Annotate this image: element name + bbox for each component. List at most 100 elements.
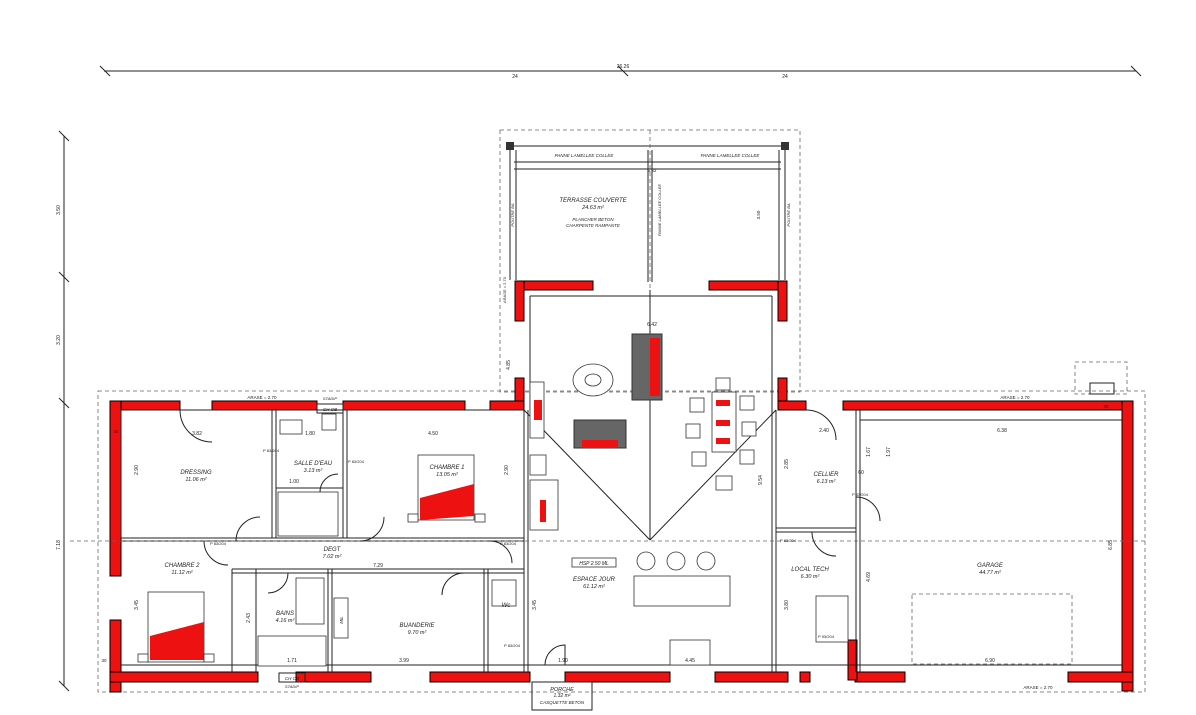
room-name-cellier: CELLIER	[813, 472, 839, 478]
door-label: P 83/204	[504, 643, 521, 648]
room-name-espace-jour: ESPACE JOUR	[573, 577, 616, 583]
terrace: PANNE LAMELLEE COLLEE PANNE LAMELLEE COL…	[502, 130, 791, 303]
chair	[685, 423, 701, 439]
dim-label: 3.45	[532, 600, 538, 610]
washbasin	[279, 419, 303, 435]
door-label: P 83/204	[348, 459, 365, 464]
chair	[715, 475, 733, 491]
chob-top: CH OB	[323, 407, 337, 412]
dim-label: 1.90	[558, 658, 568, 664]
room-name-chambre-1: CHAMBRE 1	[429, 465, 464, 471]
beam-left-label: PANNE LAMELLEE COLLEE	[555, 153, 615, 158]
dim-label: 2.43	[246, 613, 252, 623]
interior-walls	[70, 409, 1145, 672]
dim-label: 1.00	[289, 479, 299, 485]
shower	[277, 491, 339, 537]
hsp-label: HSP 2.50 ML	[579, 561, 609, 567]
stadip-bottom: STADIP	[285, 684, 299, 689]
terrace-post	[781, 142, 789, 150]
room-name-salle-deau: SALLE D'EAU	[294, 461, 333, 467]
cabinet-deco	[534, 400, 542, 420]
bed-cover	[150, 622, 204, 660]
dim-label: 3.80	[784, 600, 790, 610]
dim-label: 1.67	[866, 447, 872, 457]
room-area-salle-deau: 3.13 m²	[304, 468, 323, 474]
dim-label: 9.54	[758, 475, 764, 485]
sink-counter	[669, 639, 711, 666]
dim-label: 4.85	[506, 360, 512, 370]
room-labels: DRESSING 11.06 m² SALLE D'EAU 3.13 m² CH…	[164, 461, 1003, 636]
nightstand	[137, 653, 149, 663]
stadip-top: STADIP	[323, 396, 337, 401]
room-area-garage: 44.77 m²	[979, 570, 1001, 576]
dim-label: 2.40	[819, 428, 829, 434]
terrace-note-frame: CHARPENTE RAMPANTE	[566, 223, 621, 228]
chair	[739, 449, 755, 465]
room-area-cellier: 6.13 m²	[817, 479, 836, 485]
terrace-arase: ARASE = 2.70	[502, 276, 507, 303]
chob-bottom-frame	[278, 672, 306, 683]
kitchen-island	[633, 575, 731, 607]
dim-label: 3.82	[192, 431, 202, 437]
boiler	[815, 595, 849, 643]
nightstand	[203, 653, 215, 663]
dim-label: 1.80	[305, 431, 315, 437]
dim-label: 4.45	[685, 658, 695, 664]
dim-label: 6.38	[997, 428, 1007, 434]
dim-label: 20	[1103, 404, 1109, 409]
main-outline	[97, 390, 1146, 693]
dim-label: 30	[101, 658, 107, 663]
arase-top-right: ARASE = 2.70	[1000, 395, 1030, 400]
room-area-porche: 1.32 m²	[554, 693, 571, 699]
chair	[739, 395, 755, 411]
door-label: P 83/204	[210, 541, 227, 546]
dim-label: 6.85	[1108, 540, 1114, 550]
top-dimension-line: 26.26 24 24	[99, 64, 1142, 80]
dim-label: 2.90	[134, 465, 140, 475]
door-labels: P 83/204 P 83/204 P 83/204 P 83/204 P 83…	[210, 448, 869, 648]
dim-3-20: 3.20	[56, 335, 62, 345]
dim-label: 1.97	[886, 447, 892, 457]
door-label: P 83/204	[500, 541, 517, 546]
toilet-wc	[491, 579, 517, 607]
desk-deco	[540, 500, 546, 522]
room-area-chambre-2: 11.12 m²	[171, 570, 192, 576]
room-area-espace-jour: 61.12 m²	[583, 584, 605, 590]
dim-label: 3.99	[399, 658, 409, 664]
chair	[689, 397, 705, 413]
dim-label: 3.45	[134, 600, 140, 610]
dim-label: 1.71	[287, 658, 297, 664]
room-name-dressing: DRESSING	[180, 470, 212, 476]
terrace-depth: 3.50	[756, 210, 761, 219]
chob-top-frame	[316, 403, 344, 414]
room-name-degt: DEGT	[324, 547, 342, 553]
terrace-post	[506, 142, 514, 150]
total-width-label: 26.26	[617, 64, 630, 70]
left-dimension-line: 3.50 3.20 7.18	[56, 130, 70, 692]
door-label: P 93/204	[818, 634, 835, 639]
casquette-label: CASQUETTE BETON	[540, 700, 585, 705]
room-area-chambre-1: 13.05 m²	[436, 472, 458, 478]
dim-label: 4.69	[866, 572, 872, 582]
dim-label: 34	[113, 429, 119, 434]
room-area-local-tech: 6.30 m²	[801, 574, 820, 580]
room-area-buanderie: 9.70 m²	[408, 630, 427, 636]
outdoor-unit	[1089, 382, 1115, 395]
exterior-walls	[109, 280, 1134, 693]
double-vanity	[295, 577, 325, 625]
room-name-local-tech: LOCAL TECH	[791, 567, 829, 573]
terrace-width: 6.62	[648, 168, 657, 173]
table-deco	[716, 420, 730, 426]
sofa-cushion	[582, 440, 618, 448]
chob-bottom: CH OB	[285, 676, 299, 681]
ceiling-lines	[523, 290, 777, 541]
room-name-garage: GARAGE	[977, 563, 1004, 569]
stool	[696, 551, 716, 571]
stool	[666, 551, 686, 571]
sofa-cushion	[650, 338, 660, 396]
outdoor-unit-outline	[1074, 361, 1128, 395]
interior-dims: 3.82 1.80 4.50 1.00 7.29 6.42 2.40 6.38 …	[101, 322, 1114, 664]
room-name-bains: BAINS	[276, 611, 294, 617]
dim-label: 6.42	[647, 322, 657, 328]
